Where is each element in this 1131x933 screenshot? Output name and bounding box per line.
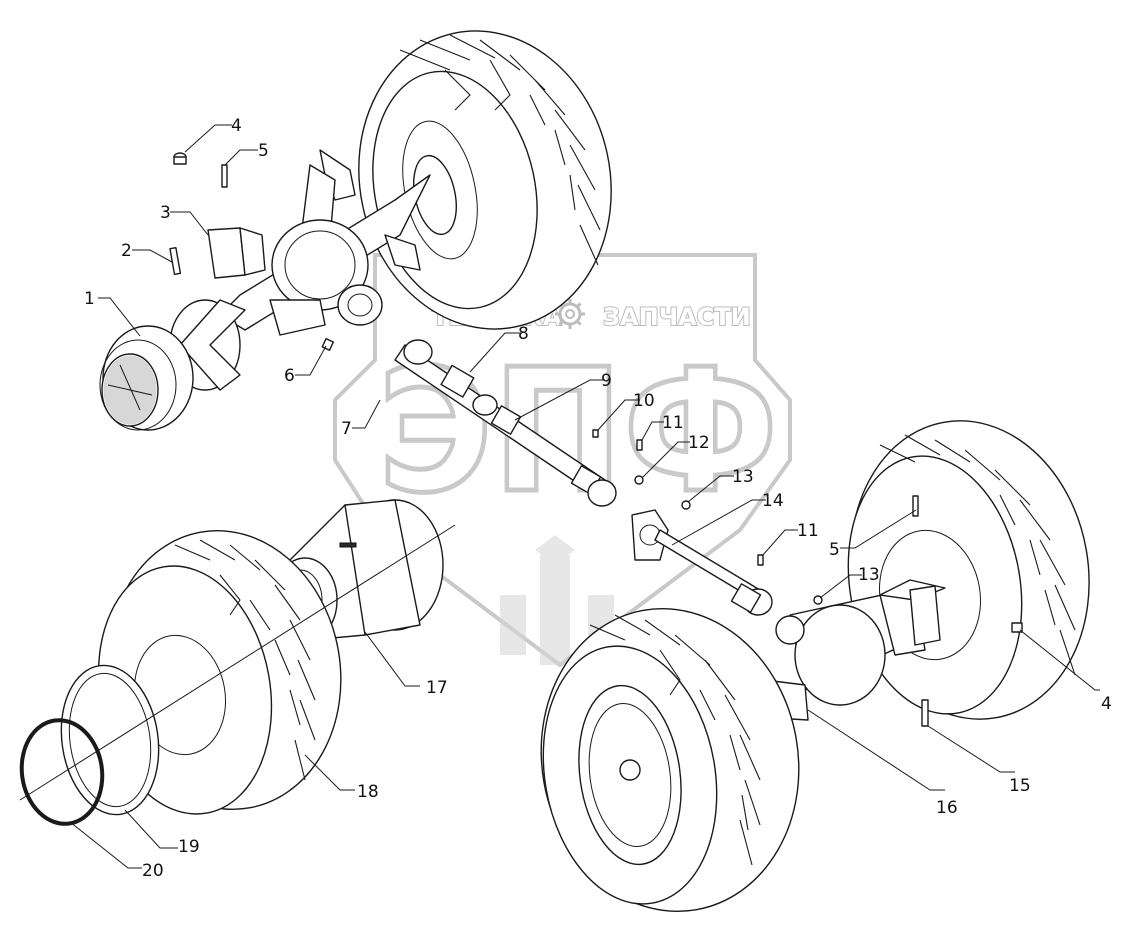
- snap-ring-20: [19, 718, 105, 826]
- lock-ring-19: [60, 664, 160, 816]
- tire-front-left: [540, 607, 800, 913]
- mount-pad-front: [909, 585, 941, 646]
- callout-8: 8: [518, 324, 529, 344]
- callout-labels: 1 2 3 4 5 6 7 8 9 10 11 12 13 14 11 5 13…: [84, 116, 1112, 881]
- callout-12: 12: [688, 433, 710, 453]
- callout-1: 1: [84, 289, 95, 309]
- callout-6: 6: [284, 366, 295, 386]
- universal-joint-front: [403, 339, 498, 416]
- callout-11-shaft: 11: [662, 413, 684, 433]
- support-bearing: [631, 509, 761, 601]
- callout-15: 15: [1009, 776, 1031, 796]
- watermark-word-right: ЗАПЧАСТИ: [603, 303, 751, 331]
- callout-13-front: 13: [858, 565, 880, 585]
- callout-11-front: 11: [797, 521, 819, 541]
- callout-4-front: 4: [1101, 694, 1112, 714]
- cap-4-front: [1011, 622, 1023, 633]
- callout-10: 10: [633, 391, 655, 411]
- mount-pad-rear: [207, 227, 266, 279]
- universal-joint-mid: [490, 405, 522, 435]
- callout-7: 7: [341, 419, 352, 439]
- callout-5-front: 5: [829, 540, 840, 560]
- small-fasteners: [592, 429, 691, 510]
- callout-20: 20: [142, 861, 164, 881]
- callout-19: 19: [178, 837, 200, 857]
- callout-14: 14: [762, 491, 784, 511]
- drive-shaft-assembly: [394, 339, 761, 601]
- nut-6: [321, 337, 335, 351]
- rear-axle-assembly: [99, 30, 612, 431]
- pin-5-front: [912, 495, 919, 517]
- callout-18: 18: [357, 782, 379, 802]
- wheel-components: [19, 499, 456, 826]
- bolt-11-front: [757, 554, 764, 566]
- axle-housing-rear: [219, 149, 431, 336]
- leader-lines: [69, 124, 1100, 869]
- wheat-emblem: [500, 535, 614, 665]
- bolt-15: [921, 699, 929, 727]
- final-drive-hub: [99, 299, 246, 431]
- callout-9: 9: [601, 371, 612, 391]
- bolt-2: [169, 246, 182, 276]
- cap-4: [173, 152, 187, 165]
- front-axle-assembly: [540, 420, 1090, 913]
- callout-13-shaft: 13: [732, 467, 754, 487]
- callout-2: 2: [121, 241, 132, 261]
- callout-16: 16: [936, 798, 958, 818]
- universal-joint-rear: [570, 465, 617, 507]
- pin-5: [221, 164, 228, 188]
- watermark-monogram: ЭПФ: [378, 333, 778, 531]
- callout-4-rear: 4: [231, 116, 242, 136]
- callout-3: 3: [160, 203, 171, 223]
- callout-5-rear: 5: [258, 141, 269, 161]
- callout-17: 17: [426, 678, 448, 698]
